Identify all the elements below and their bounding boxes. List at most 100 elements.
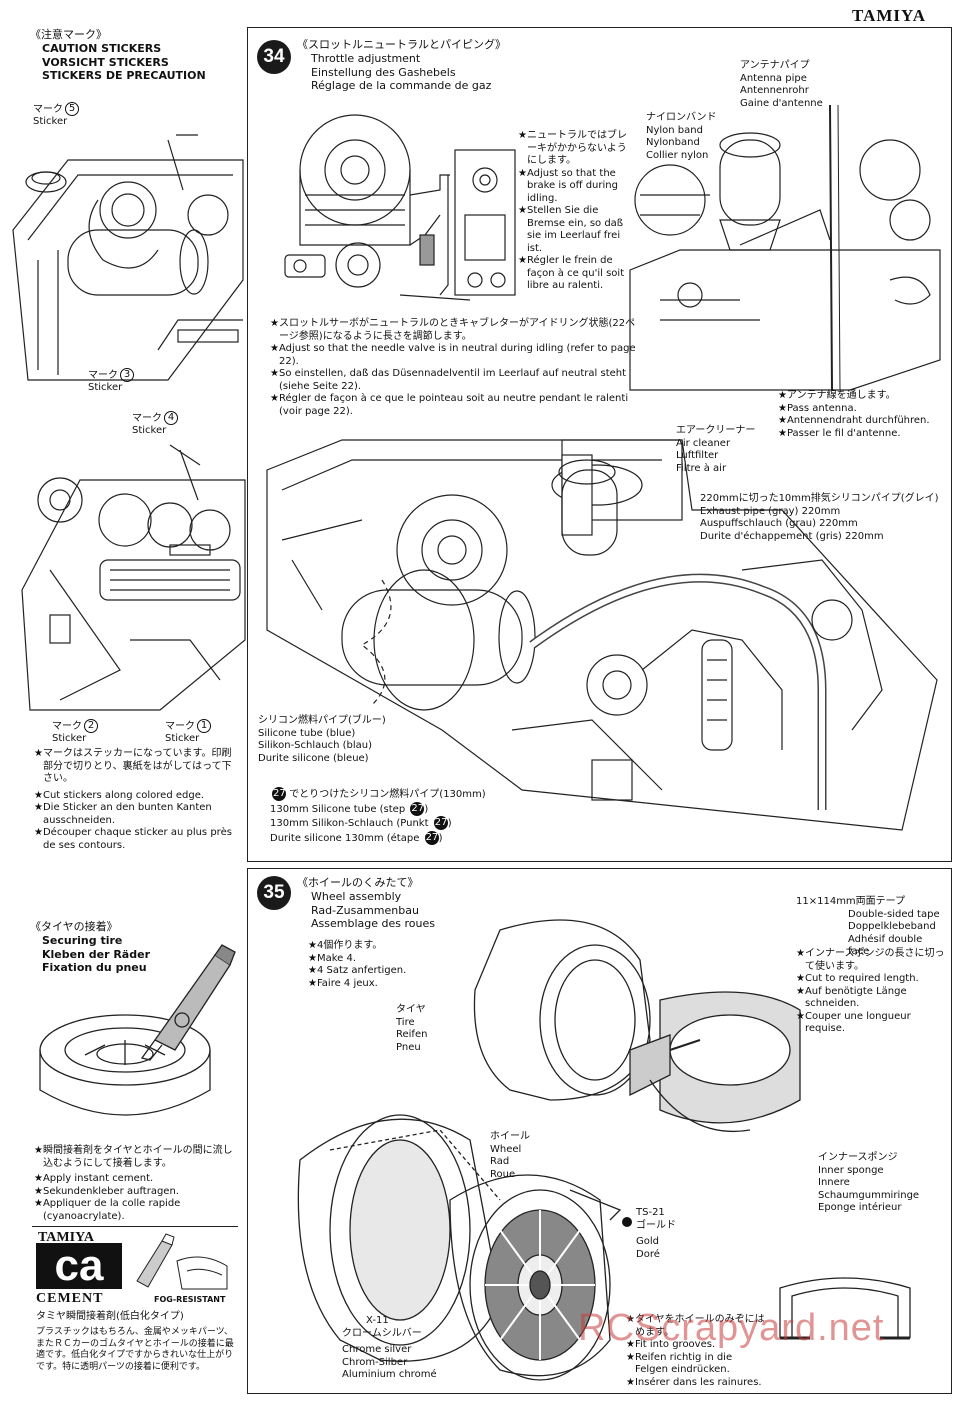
wheel-label-fr: Roue [490,1168,516,1180]
tape-label-jp: 11×114mm両面テープ [796,896,906,907]
tire-title-de: Kleben der Räder [42,947,150,961]
sponge-label-fr: Eponge intérieur [818,1202,902,1213]
x11-fr: Aluminium chromé [342,1369,437,1380]
tape-label-fr: Adhésif double face [848,933,923,958]
tire-gluing-illustration [30,940,240,1135]
silicone-130-de-close: ) [447,818,452,829]
tape-label: 11×114mm両面テープ Double-sided tape Doppelkl… [796,896,946,959]
fit-note-en: ★Fit into grooves. [626,1339,716,1350]
fit-note: ★タイヤをホイールのみぞにはめます。 ★Fit into grooves. ★R… [626,1314,766,1389]
brake-note-de: ★Stellen Sie die Bremse ein, so daß sie … [518,205,624,254]
tire-label-en: Tire [396,1016,415,1028]
paint-drop-icon [622,1217,632,1227]
caution-note-de: ★Die Sticker an den bunten Kanten aussch… [34,802,212,826]
cut-note-fr: ★Couper une longueur requise. [796,1010,911,1035]
caution-header: 《注意マーク》 CAUTION STICKERS VORSICHT STICKE… [30,28,240,83]
cement-bottle-illustration [132,1231,232,1291]
mark2-sticker: Sticker [52,733,87,744]
wheel-label-jp: ホイール [490,1131,530,1142]
nylon-band-label: ナイロンバンド Nylon band Nylonband Collier nyl… [646,112,746,162]
step-35-header: 《ホイールのくみたて》 Wheel assembly Rad-Zusammenb… [297,876,497,931]
fit-note-jp: ★タイヤをホイールのみぞにはめます。 [626,1314,765,1338]
air-cleaner-jp: エアークリーナー [676,425,756,436]
silicone-130-en-step: 27 [410,801,425,816]
step-34-header: 《スロットルニュートラルとパイピング》 Throttle adjustment … [297,38,547,93]
engine-sticker-illustration-bottom [20,440,248,715]
cut-note: ★インナースポンジの長さに切って使います。 ★Cut to required l… [796,948,946,1036]
ts21-en: Gold [636,1236,659,1247]
air-cleaner-label: エアークリーナー Air cleaner Luftfilter Filtre à… [676,425,786,475]
step-35-number: 35 [257,876,291,910]
ts21-label: TS-21 ゴールド Gold Doré [636,1207,716,1261]
caution-title-en: CAUTION STICKERS [42,41,162,55]
cement-jp-title: タミヤ瞬間接着剤(低白化タイプ) [36,1311,184,1322]
cut-note-jp: ★インナースポンジの長さに切って使います。 [796,948,945,972]
step-35-title-fr: Assemblage des roues [311,917,435,931]
silicone-130-fr: Durite silicone 130mm (étape [270,832,420,844]
tire-title-fr: Fixation du pneu [42,961,147,975]
nylon-band-en: Nylon band [646,124,703,136]
caution-note-en: ★Cut stickers along colored edge. [34,789,205,801]
engine-sticker-illustration-top [8,120,248,390]
silicone-130-step-num: 27 [272,787,286,801]
make-note-jp: ★4個作ります。 [308,940,383,951]
ts21-fr: Doré [636,1248,660,1260]
tire-label-fr: Pneu [396,1041,421,1053]
mark1-num: 1 [197,719,211,733]
fit-note-fr: ★Insérer dans les rainures. [626,1376,762,1388]
fit-note-de: ★Reifen richtig in die Felgen eindrücken… [626,1351,733,1376]
step-34-title-jp: 《スロットルニュートラルとパイピング》 [297,38,506,51]
mark5-sticker: Sticker [33,116,68,127]
tire-profile-illustration [770,1268,920,1343]
silicone-tube-label: シリコン燃料パイプ(ブルー) Silicone tube (blue) Sili… [258,715,438,765]
throttle-linkage-illustration [270,95,520,320]
servo-note-de: ★So einstellen, daß das Düsennadelventil… [270,368,627,392]
brake-note-en: ★Adjust so that the brake is off during … [518,167,618,204]
x11-label: X-11 クロームシルバー Chrome silver Chrom-Silber… [342,1315,452,1382]
antenna-pipe-label: アンテナパイプ Antenna pipe Antennenrohr Gaine … [740,60,860,110]
cement-brand-big: ca [36,1243,122,1289]
mark5-num: 5 [65,102,79,116]
tire-title-jp: 《タイヤの接着》 [30,920,118,933]
pass-antenna-jp: ★アンテナ線を通します。 [778,390,896,401]
brand-logo: TAMIYA [852,6,927,25]
silicone-tube-en: Silicone tube (blue) [258,727,356,739]
mark3-sticker: Sticker [88,382,123,393]
servo-note-en: ★Adjust so that the needle valve is in n… [270,343,636,367]
mark2-jp: マーク [52,721,82,732]
caution-title-de: VORSICHT STICKERS [42,55,169,69]
sponge-label: インナースポンジ Inner sponge Innere Schaumgummi… [818,1152,948,1215]
silicone-130-fr-close: ) [438,832,443,844]
mark3-jp: マーク [88,370,118,381]
silicone-130-de-step: 27 [433,816,448,830]
step-34-title-en: Throttle adjustment [311,51,421,65]
tire-note-en: ★Apply instant cement. [34,1173,154,1184]
mark2-num: 2 [84,719,98,733]
silicone-130-label: 27 でとりつけたシリコン燃料パイプ(130mm) 130mm Silicone… [270,787,500,845]
caution-note-jp: ★マークはステッカーになっています。印刷部分で切りとり、裏紙をはがしてはって下さ… [34,748,232,784]
silicone-130-en: 130mm Silicone tube (step [270,803,406,815]
wheel-label-en: Wheel [490,1143,522,1155]
cement-fog: FOG-RESISTANT [154,1295,226,1304]
cut-note-en: ★Cut to required length. [796,973,919,984]
silicone-tube-de: Silikon-Schlauch (blau) [258,740,373,751]
tire-title-en: Securing tire [42,933,123,947]
tire-header: 《タイヤの接着》 Securing tire Kleben der Räder … [30,920,230,975]
silicone-130-fr-step: 27 [424,830,439,845]
tire-note-jp: ★瞬間接着剤をタイヤとホイールの間に流し込むようにして接着します。 [34,1145,233,1169]
mark4-sticker: Sticker [132,425,167,436]
x11-en: Chrome silver [342,1344,412,1355]
pass-antenna-de: ★Antennendraht durchführen. [778,415,930,426]
mark4-num: 4 [164,411,178,425]
cement-jp-body: プラスチックはもちろん、金属やメッキパーツ、またＲＣカーのゴムタイヤとホイールの… [36,1327,234,1373]
cut-note-de: ★Auf benötigte Länge schneiden. [796,985,907,1010]
sponge-label-de: Innere Schaumgummiringe [818,1177,920,1201]
step-35-title-en: Wheel assembly [311,889,402,903]
tire-label: タイヤ Tire Reifen Pneu [396,1004,456,1054]
step-35-panel [247,868,952,1394]
ts21-jp: ゴールド [636,1219,676,1231]
step-34-title-fr: Réglage de la commande de gaz [311,79,492,93]
